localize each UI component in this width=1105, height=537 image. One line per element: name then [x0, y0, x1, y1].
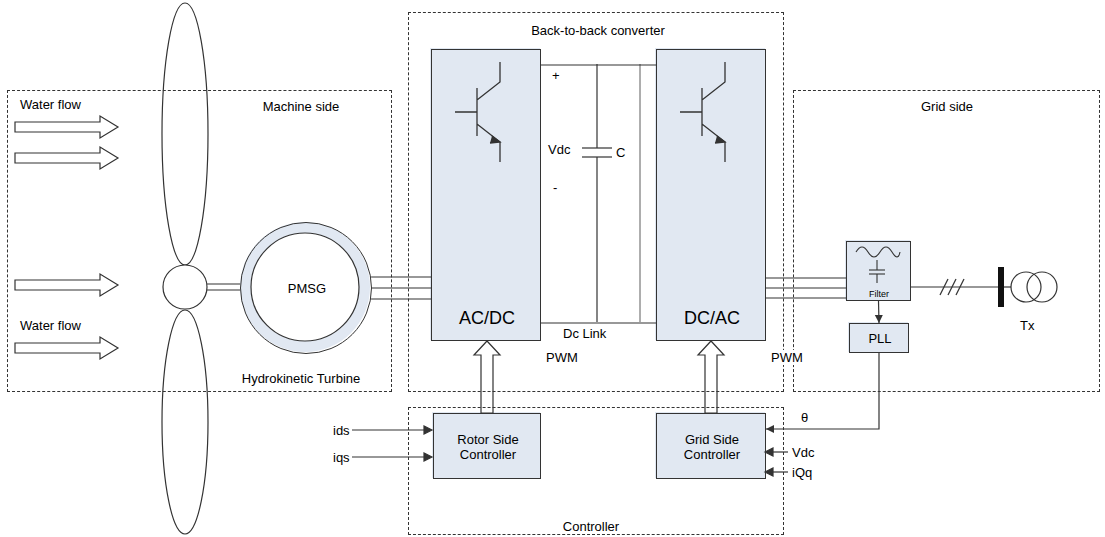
- signal-label: PWM: [770, 350, 804, 365]
- generator-circle: PMSG: [240, 222, 372, 354]
- converter-box: DC/AC: [656, 49, 766, 341]
- filter-box: Filter: [846, 241, 911, 301]
- region-frame: Controller Rotor Side Controller Grid Side…: [408, 407, 784, 535]
- controller-box: Grid Side Controller: [656, 413, 766, 479]
- node-label: PMSG: [262, 281, 352, 296]
- signal-label: Dc Link: [563, 326, 606, 341]
- node-label: Grid side: [887, 99, 1007, 114]
- connector: [541, 65, 656, 323]
- node-label: Back-to-back converter: [478, 23, 718, 38]
- signal-label: +: [552, 68, 560, 83]
- edge-label: θ: [800, 410, 809, 425]
- node-label: AC/DC: [437, 308, 537, 328]
- controller-box: Rotor Side Controller: [433, 413, 541, 479]
- node-label: Hydrokinetic Turbine: [201, 371, 401, 386]
- region-frame: Machine sideHydrokinetic TurbinePMSG: [7, 90, 392, 392]
- signal-label: iqs: [333, 450, 350, 465]
- node-label: Grid Side Controller: [662, 432, 762, 462]
- connector: [474, 341, 500, 413]
- signal-label: iQq: [792, 465, 812, 480]
- node-label: PLL: [853, 331, 907, 346]
- signal-label: ids: [333, 423, 350, 438]
- signal-label: PWM: [545, 350, 579, 365]
- node-label: DC/AC: [662, 308, 762, 328]
- node-label: Machine side: [201, 99, 401, 114]
- connector: [371, 277, 431, 299]
- signal-label: Water flow: [20, 318, 81, 333]
- signal-label: -: [553, 180, 557, 195]
- pll-box: PLL: [849, 323, 909, 353]
- signal-label: Tx: [1020, 318, 1034, 333]
- node-label: Filter: [850, 289, 908, 299]
- node-label: Rotor Side Controller: [438, 432, 538, 462]
- connector: [698, 341, 724, 413]
- node-label: Controller: [511, 519, 671, 534]
- region-frame: Grid sideFilterPLL: [793, 90, 1100, 392]
- signal-label: Vdc: [792, 445, 814, 460]
- connector: [766, 353, 879, 433]
- connector: [766, 278, 846, 298]
- converter-box: AC/DC: [431, 49, 541, 341]
- connector: [875, 301, 883, 323]
- signal-label: C: [616, 145, 625, 160]
- signal-label: Water flow: [20, 97, 81, 112]
- signal-label: Vdc: [548, 142, 570, 157]
